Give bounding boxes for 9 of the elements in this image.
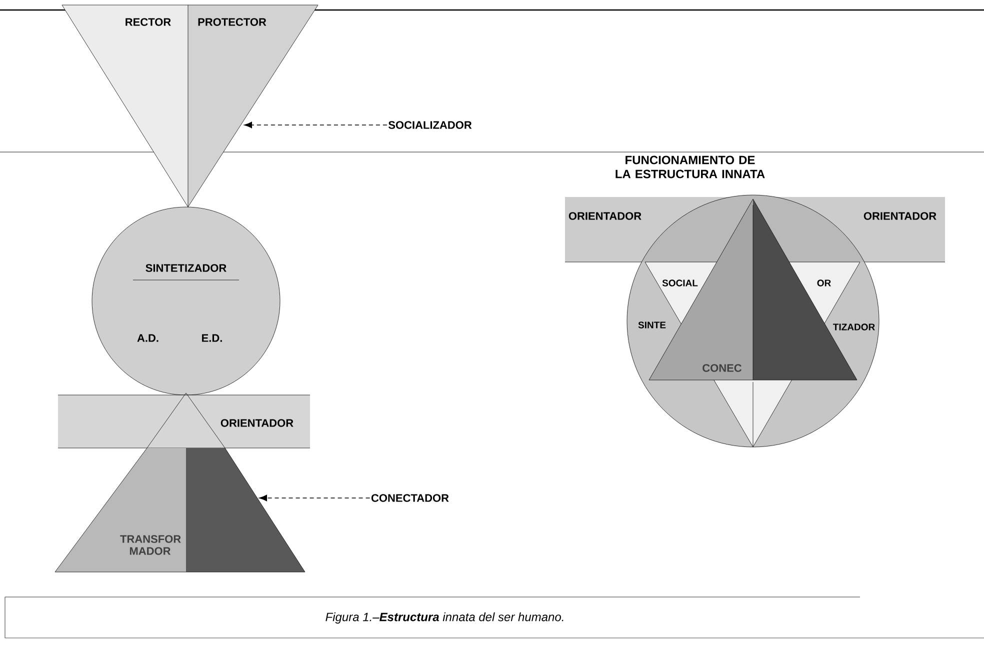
callout-text: CONECTADOR bbox=[371, 494, 449, 502]
band: ORIENTADOR bbox=[58, 394, 310, 448]
caption: Figura 1.–Estructura innata del ser humano. bbox=[326, 612, 564, 624]
arrow bbox=[244, 122, 388, 128]
triangle: TRANSFOR MADOR bbox=[54, 448, 306, 572]
callout-text: SOCIALIZADOR bbox=[388, 121, 472, 129]
triangle: RECTOR PROTECTOR bbox=[62, 4, 318, 208]
arrow bbox=[259, 494, 370, 502]
heading: FUNCIONAMIENTO DE LA ESTRUCTURA INNATA bbox=[616, 156, 765, 178]
